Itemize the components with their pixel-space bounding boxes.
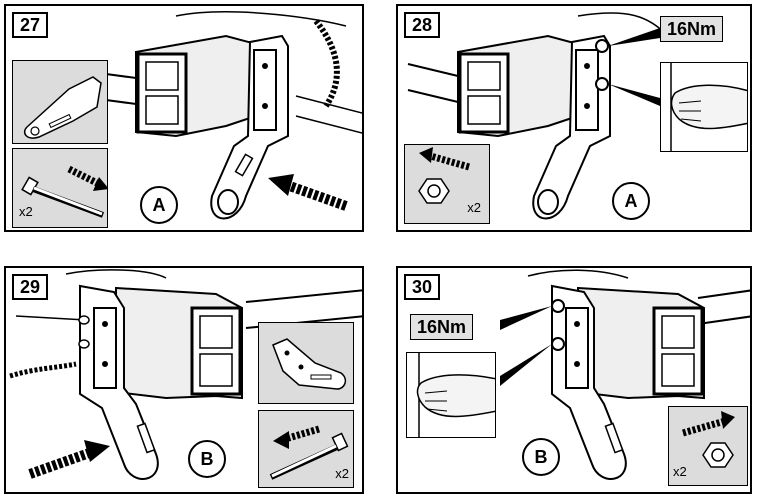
nut-part-inset: x2 [668,406,748,486]
nut-icon [418,147,470,204]
quantity-label: x2 [673,464,687,479]
bracket-icon [23,76,102,139]
step-number: 27 [12,12,49,38]
nut-icon [682,411,735,468]
torque-spec: 16Nm [660,16,724,42]
bracket-icon [272,338,347,390]
assembly-label: A [140,186,178,224]
bolt-part-inset: x2 [12,148,108,228]
hand-tightening-inset [406,352,496,438]
assembly-illustration [9,269,362,480]
assembly-illustration [105,11,362,220]
hand-icon [416,353,495,437]
quantity-label: x2 [19,204,33,219]
quantity-label: x2 [335,466,349,481]
step-panel-28: 28 16Nm x2 A [396,4,752,232]
quantity-label: x2 [467,200,481,215]
arrow-icon [28,447,94,479]
bolt-part-inset: x2 [258,410,354,488]
step-panel-27: 27 [4,4,364,232]
step-number: 29 [12,274,49,300]
step-panel-29: 29 x2 [4,266,364,494]
assembly-label: B [188,440,226,478]
assembly-illustration [407,12,669,220]
bolt-icon [21,165,107,218]
step-number: 30 [404,274,441,300]
assembly-illustration [500,269,750,480]
torque-spec: 16Nm [410,314,474,340]
bracket-part-inset [12,60,108,144]
arrow-icon [282,179,348,211]
bracket-part-inset [258,322,354,404]
assembly-label: A [612,182,650,220]
bolt-icon [269,425,349,480]
nut-part-inset: x2 [404,144,490,224]
step-number: 28 [404,12,441,38]
assembly-label: B [522,438,560,476]
hand-tightening-inset [660,62,748,152]
hand-icon [670,63,747,151]
step-panel-30: 30 16Nm x2 B [396,266,752,494]
